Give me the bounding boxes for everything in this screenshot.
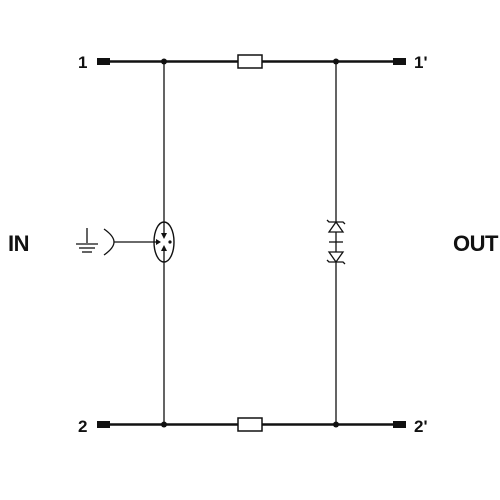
resistor-icon: [237, 417, 263, 432]
output-label: OUT: [453, 231, 499, 256]
ground-icon: [76, 243, 98, 253]
bidirectional-diode-icon: [326, 218, 346, 266]
terminal-block-1-prime: [393, 58, 406, 65]
terminal-block-1: [97, 58, 110, 65]
terminal-label-1: 1: [78, 53, 87, 72]
terminal-label-2-prime: 2': [414, 417, 428, 436]
terminal-block-2: [97, 421, 110, 428]
terminal-label-1-prime: 1': [414, 53, 428, 72]
terminal-label-2: 2: [78, 417, 87, 436]
input-label: IN: [8, 231, 29, 256]
ground-wire: [86, 228, 154, 256]
terminal-block-2-prime: [393, 421, 406, 428]
gas-discharge-tube-icon: [153, 221, 175, 263]
resistor-icon: [237, 54, 263, 69]
